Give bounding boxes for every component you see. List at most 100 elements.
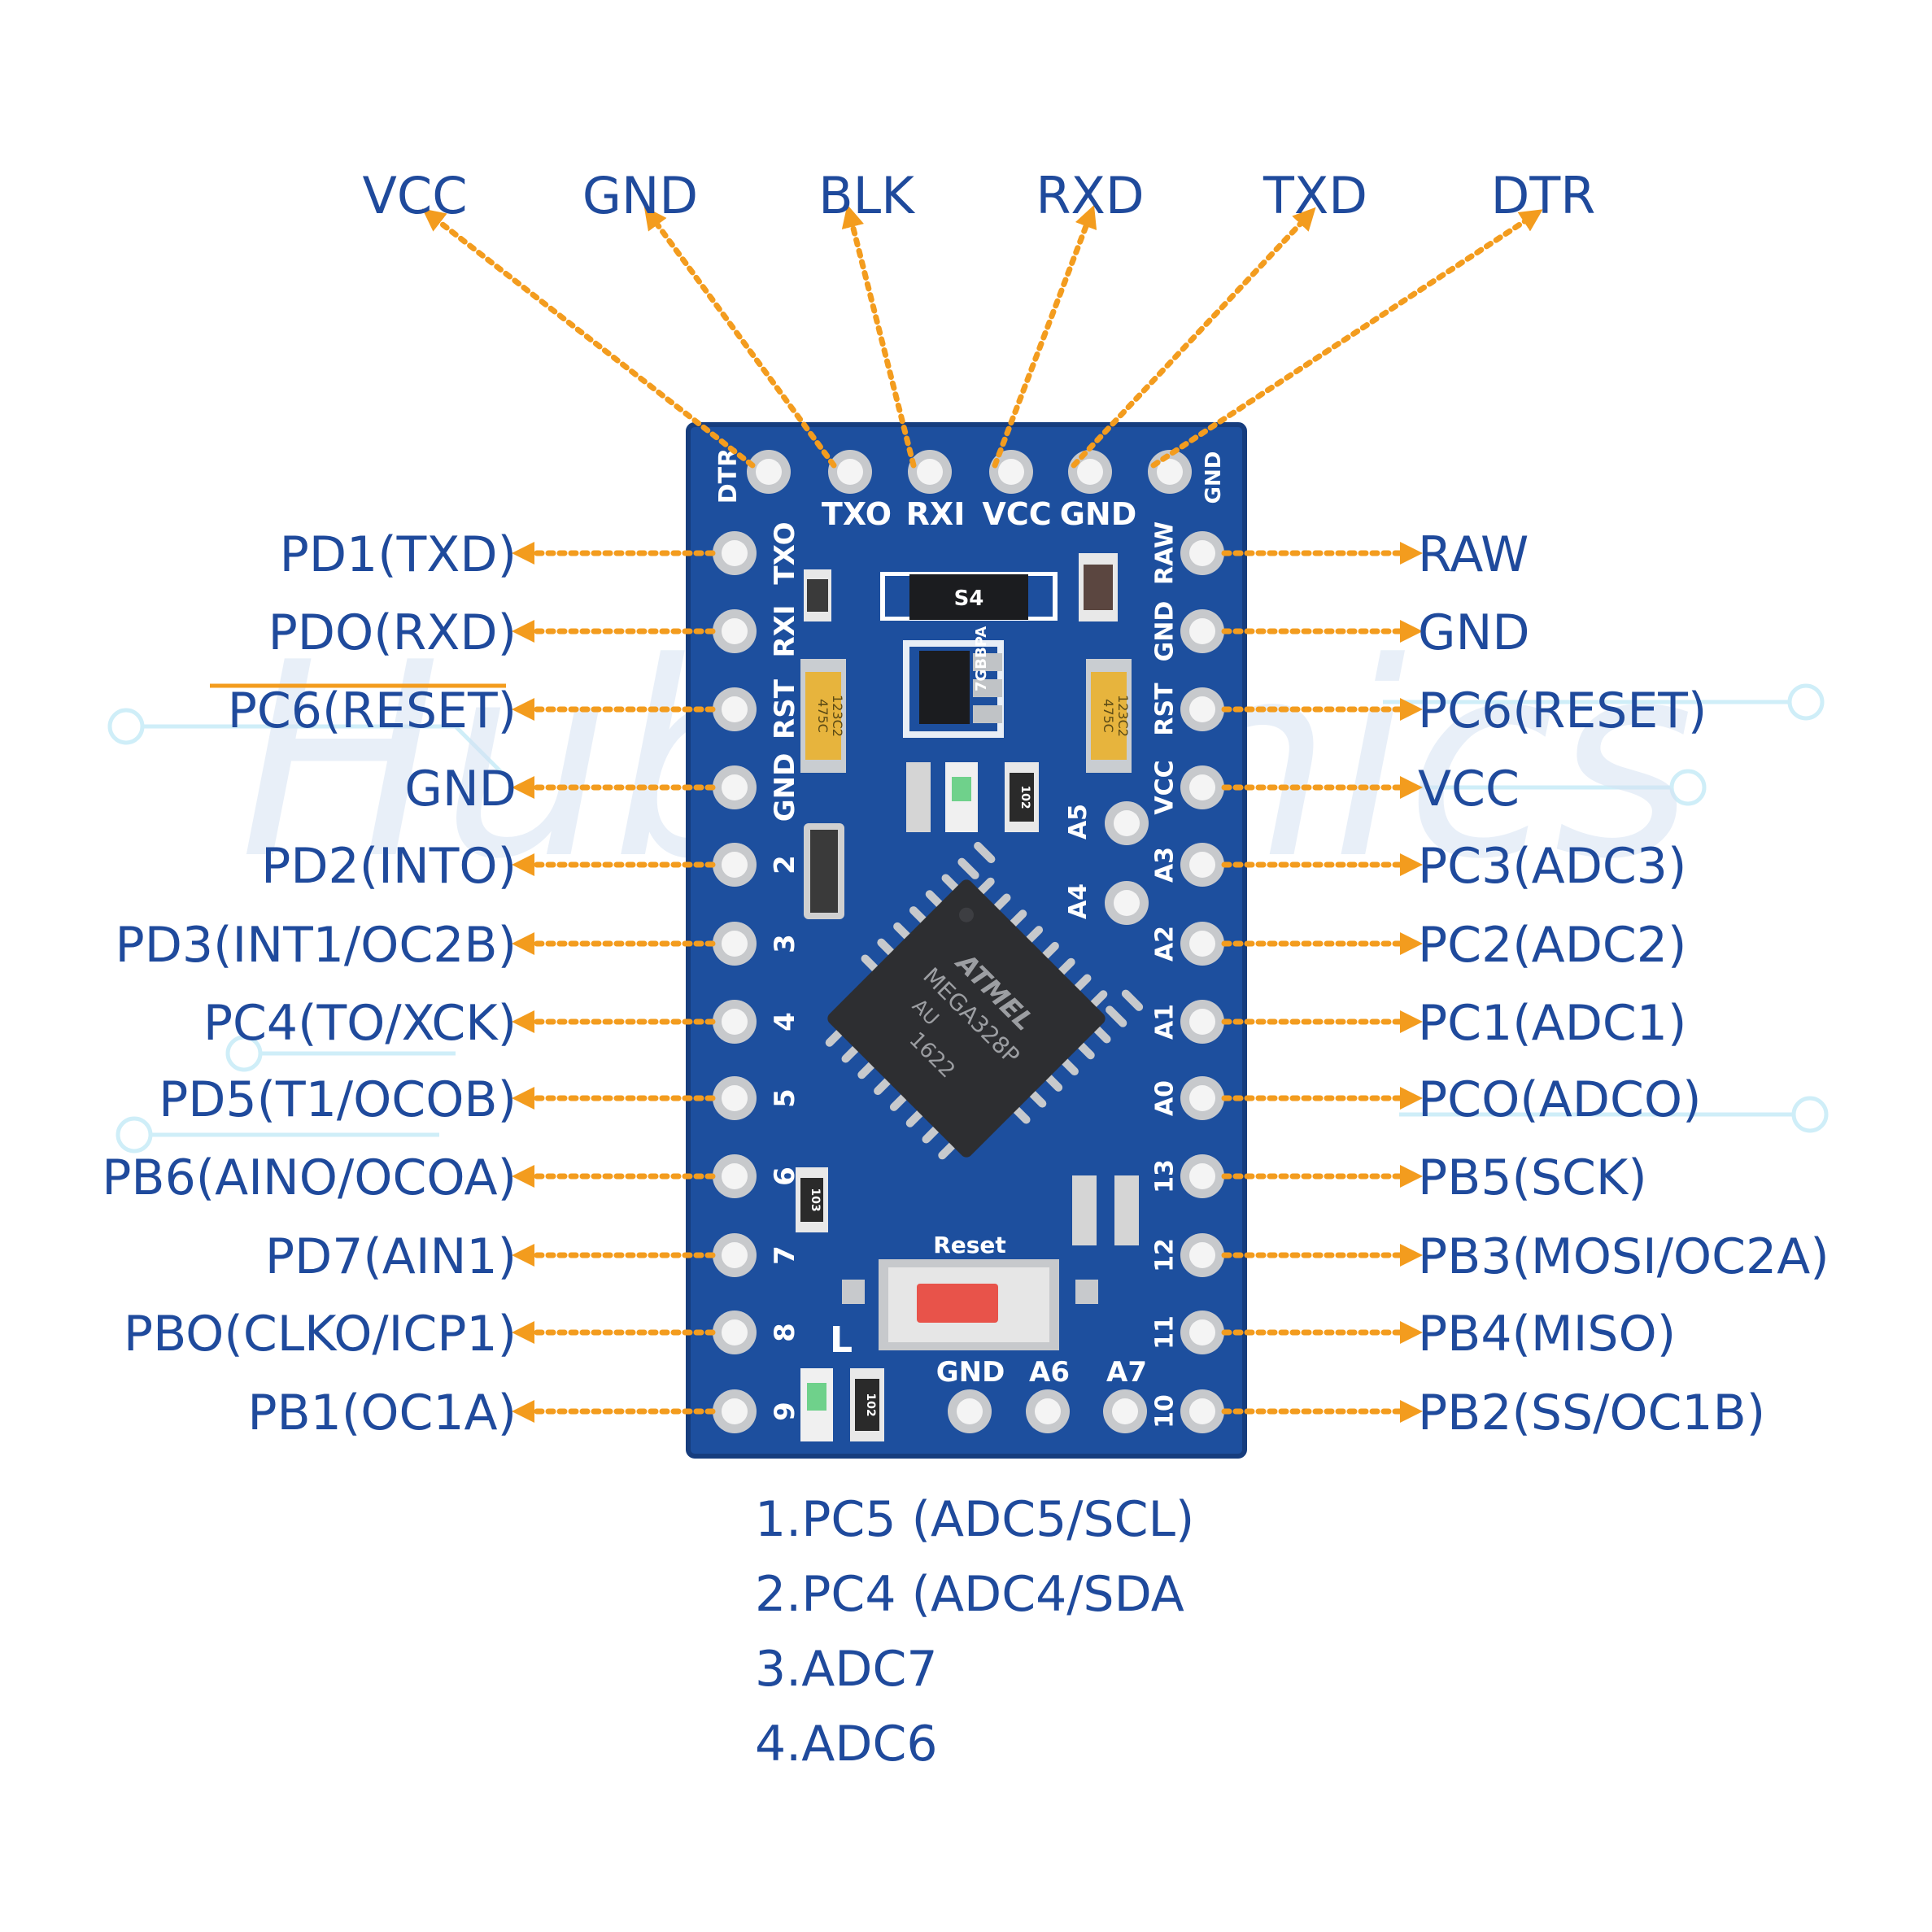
left-pin-label: PD1(TXD)	[280, 526, 517, 583]
right-pad	[1180, 1154, 1224, 1198]
left-pad	[713, 531, 757, 575]
left-silk-label: 9	[769, 1402, 801, 1421]
right-pad	[1180, 922, 1224, 966]
note-text: PC5 (ADC5/SCL)	[801, 1491, 1195, 1548]
right-silk-label: A1	[1151, 1004, 1180, 1040]
left-silk-label: 5	[769, 1088, 801, 1108]
svg-text:A6: A6	[1029, 1356, 1070, 1389]
left-pin-label: PD2(INTO)	[261, 838, 517, 895]
left-pin-label: PDO(RXD)	[268, 604, 517, 661]
left-side-pads	[713, 531, 757, 1433]
note-item: 3.ADC7	[755, 1645, 938, 1694]
right-silk-label: A3	[1151, 847, 1180, 883]
left-pin-label: PD5(T1/OCOB)	[159, 1071, 517, 1128]
right-pin-label: PC1(ADC1)	[1418, 995, 1686, 1052]
right-silk-label: 12	[1151, 1238, 1180, 1272]
right-pin-label: PB5(SCK)	[1418, 1149, 1647, 1206]
left-silk-label: 3	[769, 934, 801, 953]
header-pad	[747, 450, 791, 494]
right-pad	[1180, 1233, 1224, 1277]
left-pin-label: PBO(CLKO/ICP1)	[124, 1306, 517, 1363]
header-pad	[908, 450, 952, 494]
left-pin-label: GND	[404, 761, 517, 818]
right-silk-label: A0	[1151, 1080, 1180, 1116]
right-silk-label: GND	[1151, 601, 1180, 662]
svg-text:GND: GND	[1202, 451, 1226, 504]
svg-text:A7: A7	[1106, 1356, 1147, 1389]
right-pad	[1180, 687, 1224, 731]
header-pad	[1068, 450, 1112, 494]
left-pad	[713, 843, 757, 887]
svg-text:GND: GND	[936, 1356, 1005, 1389]
note-number: 1.	[755, 1491, 802, 1548]
pro-mini-board: S4 7GBBPA 475C 123C2 475C 123C2	[686, 422, 1247, 1459]
note-item: 2.PC4 (ADC4/SDA	[755, 1570, 1184, 1619]
header-pad	[828, 450, 872, 494]
right-pad	[1180, 1389, 1224, 1433]
capacitor-right: 475C 123C2	[1086, 659, 1132, 773]
header-pin-label: BLK	[818, 166, 915, 225]
svg-text:475C: 475C	[1101, 699, 1116, 733]
svg-text:GND: GND	[1060, 496, 1137, 532]
svg-text:A4: A4	[1064, 883, 1092, 919]
atmega328p-chip: ATMEL MEGA328P AU 1622	[825, 841, 1144, 1160]
header-arrow	[841, 204, 917, 469]
left-pad	[713, 687, 757, 731]
left-pad	[713, 765, 757, 809]
svg-text:123C2: 123C2	[830, 695, 845, 737]
right-pin-label: GND	[1418, 604, 1530, 661]
svg-text:102: 102	[864, 1393, 877, 1416]
left-pad	[713, 1311, 757, 1354]
capacitor-left: 475C 123C2	[800, 659, 846, 773]
right-silk-label: 10	[1151, 1394, 1180, 1428]
right-pin-label: RAW	[1418, 526, 1529, 583]
a7-pad	[1103, 1389, 1147, 1433]
right-side-pads	[1180, 531, 1224, 1433]
note-text: ADC6	[801, 1716, 938, 1773]
left-pad	[713, 1076, 757, 1120]
left-silk-label: RST	[769, 678, 801, 739]
right-pin-label: PC2(ADC2)	[1418, 917, 1686, 974]
note-number: 4.	[755, 1716, 802, 1773]
watermark-traces	[107, 683, 1829, 1154]
header-arrow	[1071, 207, 1316, 469]
right-pad	[1180, 1000, 1224, 1044]
right-pad	[1180, 531, 1224, 575]
right-silk-label: 11	[1151, 1315, 1180, 1350]
right-pad	[1180, 1076, 1224, 1120]
right-pad	[1180, 609, 1224, 653]
right-pad	[1180, 1311, 1224, 1354]
left-pad	[713, 1000, 757, 1044]
left-pad	[713, 609, 757, 653]
left-silk-label: GND	[769, 753, 801, 822]
svg-text:Reset: Reset	[933, 1232, 1006, 1258]
extra-pads	[948, 801, 1149, 1433]
left-pin-label: PD3(INT1/OC2B)	[116, 917, 517, 974]
svg-text:7GBBPA: 7GBBPA	[973, 626, 990, 691]
note-number: 2.	[755, 1566, 802, 1623]
right-pad	[1180, 843, 1224, 887]
note-item: 1.PC5 (ADC5/SCL)	[755, 1495, 1194, 1544]
svg-text:A5: A5	[1064, 804, 1092, 840]
right-pin-label: PB2(SS/OC1B)	[1418, 1385, 1765, 1441]
svg-text:TXO: TXO	[822, 496, 892, 532]
left-silk-label: 2	[769, 855, 801, 874]
left-pin-label: PC6(RESET)	[228, 683, 517, 739]
header-pin-label: DTR	[1491, 166, 1596, 225]
gnd-bottom-pad	[948, 1389, 992, 1433]
header-pad	[989, 450, 1033, 494]
header-arrow	[992, 204, 1097, 469]
header-pin-label: GND	[582, 166, 698, 225]
left-silk-label: 7	[769, 1245, 801, 1265]
svg-text:123C2: 123C2	[1115, 695, 1131, 737]
right-silk-label: VCC	[1151, 760, 1180, 814]
left-silk-label: 8	[769, 1323, 801, 1342]
right-pin-label: PCO(ADCO)	[1418, 1071, 1702, 1128]
left-pin-labels: PD1(TXD) PDO(RXD) PC6(RESET) GND PD2(INTO) PD…	[102, 526, 517, 1441]
regulator: S4 7GBBPA	[880, 572, 1058, 738]
right-pin-label: PB3(MOSI/OC2A)	[1418, 1228, 1830, 1285]
right-silk-label: 13	[1151, 1159, 1180, 1193]
